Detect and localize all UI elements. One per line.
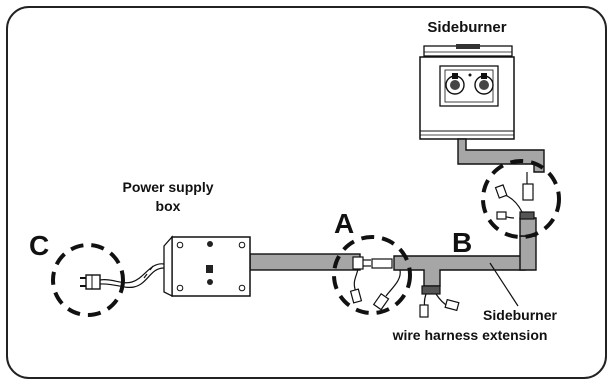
callout-label-a: A [334, 208, 354, 239]
callout-circle-b [481, 159, 561, 239]
connector-icon [419, 285, 460, 318]
sideburner-label: Sideburner [427, 19, 506, 36]
harness-label-line1: Sideburner [483, 307, 557, 323]
callout-label-b: B [452, 227, 472, 258]
knob-icon [445, 73, 465, 95]
sideburner-unit [419, 44, 515, 140]
callout-circle-c [51, 243, 125, 317]
connector-icon [494, 172, 535, 220]
screw-icon [176, 241, 246, 292]
power-supply-label-line1: Power supply [122, 179, 213, 195]
callout-circle-a [332, 235, 412, 315]
wire-harness [249, 138, 545, 287]
knob-icon [474, 73, 494, 95]
callout-label-c: C [29, 230, 49, 261]
power-cord [99, 263, 165, 289]
power-supply-box [163, 235, 251, 298]
plug-icon [80, 274, 101, 290]
harness-label-line2: wire harness extension [392, 327, 548, 343]
connector-icon [349, 256, 401, 311]
harness-pointer-line [489, 262, 519, 307]
power-supply-label-line2: box [156, 198, 181, 214]
